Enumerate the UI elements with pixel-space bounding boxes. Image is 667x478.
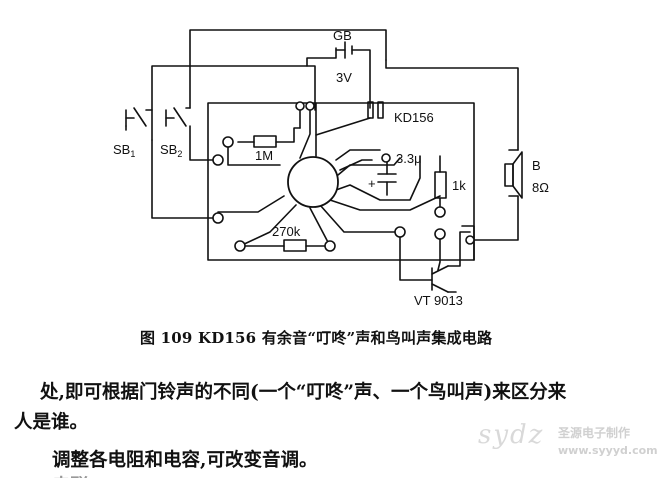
watermark: sydz 圣源电子制作 www.syyyd.com bbox=[478, 420, 660, 464]
pcb-board bbox=[207, 102, 475, 261]
label-resistor-1k: 1k bbox=[452, 178, 466, 193]
wire-sb-common bbox=[151, 139, 219, 219]
watermark-brand: sydz bbox=[478, 420, 545, 450]
trace-ic-left bbox=[217, 195, 285, 213]
switch-sb2 bbox=[165, 107, 219, 161]
resistor-270k bbox=[283, 239, 307, 252]
trace-ic-right3 bbox=[335, 155, 421, 201]
trace-ic-right-top bbox=[339, 159, 373, 171]
wire-speaker-top bbox=[385, 59, 519, 151]
wire-vt-right bbox=[437, 233, 441, 271]
wire-1m-right bbox=[275, 127, 301, 143]
label-sb1: SB1 bbox=[113, 142, 135, 159]
wire-sb2-top bbox=[189, 29, 387, 109]
pad bbox=[465, 235, 475, 245]
trace-ic-bottom1 bbox=[319, 204, 401, 233]
wire-battery-right2 bbox=[351, 49, 371, 109]
pad bbox=[234, 240, 246, 252]
resistor-1m bbox=[253, 135, 277, 148]
label-plus: + bbox=[368, 176, 376, 191]
pad bbox=[324, 240, 336, 252]
pad bbox=[381, 153, 391, 163]
label-battery-voltage: 3V bbox=[336, 70, 352, 85]
label-resistor-270k: 270k bbox=[272, 224, 301, 239]
label-transistor: VT 9013 bbox=[414, 293, 463, 308]
speaker-cone bbox=[512, 151, 523, 199]
wire-left-1 bbox=[227, 141, 281, 166]
label-battery: GB bbox=[333, 28, 352, 43]
pad bbox=[305, 101, 315, 111]
wire-battery-left bbox=[306, 47, 337, 67]
pad bbox=[394, 226, 406, 238]
circuit-diagram: GB 3V KD156 SB1 SB2 1M 3.3μ + 1k 270k B … bbox=[113, 28, 549, 308]
speaker-body bbox=[504, 163, 514, 187]
wire-vt-left bbox=[399, 231, 433, 281]
resistor-1k bbox=[434, 171, 447, 199]
transistor-collector bbox=[431, 265, 449, 275]
label-speaker-ohm: 8Ω bbox=[532, 180, 549, 195]
watermark-url: www.syyyd.com bbox=[558, 444, 658, 457]
pad bbox=[434, 228, 446, 240]
figure-caption: 图 109 KD156 有余音“叮咚”声和鸟叫声集成电路 bbox=[140, 329, 493, 347]
body-text-line-cut: 串联 ...... bbox=[52, 472, 134, 478]
wire-vt-out bbox=[447, 231, 471, 267]
pad bbox=[212, 154, 224, 166]
pad-bat-2 bbox=[377, 101, 384, 119]
pad-corner bbox=[461, 225, 475, 261]
label-speaker: B bbox=[532, 158, 541, 173]
wire-sb1-top bbox=[151, 65, 316, 111]
trace-ic-right4 bbox=[329, 195, 441, 211]
label-capacitor: 3.3μ bbox=[396, 151, 422, 166]
trace-ic-bottom2 bbox=[309, 207, 331, 247]
body-text-line: 处,即可根据门铃声的不同(一个“叮咚”声、一个鸟叫声)来区分来 bbox=[40, 382, 567, 403]
trace-ic-right2 bbox=[337, 157, 401, 176]
trace-ic-bottom3 bbox=[239, 204, 297, 247]
label-chip: KD156 bbox=[394, 110, 434, 125]
body-text-line: 人是谁。 bbox=[14, 412, 89, 433]
trace-ic-right1 bbox=[335, 149, 381, 161]
pad bbox=[212, 212, 224, 224]
switch-sb1 bbox=[125, 107, 153, 141]
watermark-title: 圣源电子制作 bbox=[558, 426, 631, 440]
wire-top-pad bbox=[299, 101, 311, 159]
ic-chip bbox=[287, 156, 339, 208]
pad bbox=[222, 136, 234, 148]
label-sb2: SB2 bbox=[160, 142, 182, 159]
pad bbox=[434, 206, 446, 218]
body-text-line: 调整各电阻和电容,可改变音调。 bbox=[52, 450, 318, 471]
pad bbox=[295, 101, 305, 111]
wire-speaker-bottom bbox=[469, 195, 519, 241]
label-resistor-1m: 1M bbox=[255, 148, 273, 163]
trace-ic-top bbox=[315, 117, 371, 157]
transistor-emitter bbox=[431, 283, 449, 293]
